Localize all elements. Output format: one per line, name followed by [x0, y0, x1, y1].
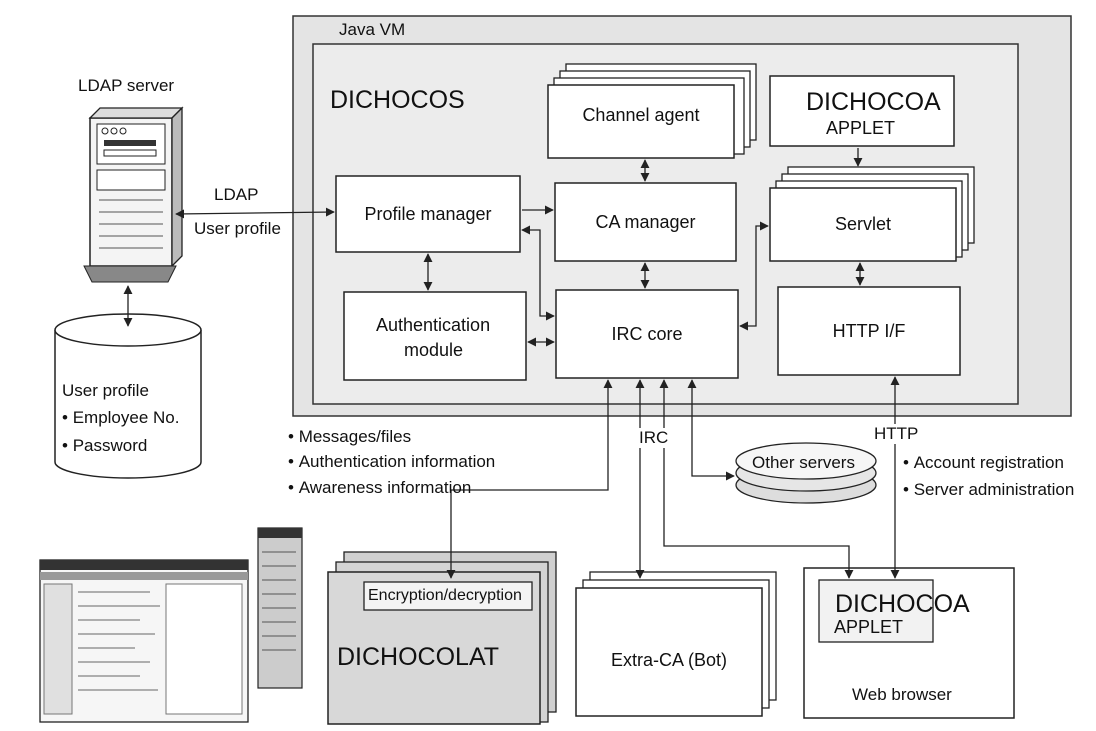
- web-browser-label: Web browser: [852, 685, 952, 704]
- http-if-label: HTTP I/F: [832, 320, 906, 341]
- encryption-module-label: Encryption/decryption: [368, 587, 522, 604]
- dichocoa-applet-server-box: [769, 75, 955, 147]
- http-note-server-admin: Server administration: [903, 480, 1075, 500]
- client-screenshot-thumbnail: [39, 527, 303, 723]
- dichocoa-server-name: DICHOCOA: [806, 88, 941, 116]
- channel-agent-label: Channel agent: [582, 104, 700, 125]
- ca-manager-box: [554, 182, 737, 262]
- user-profile-field-employee: Employee No.: [62, 408, 180, 428]
- http-note-account: Account registration: [903, 453, 1064, 473]
- dichocolat-label: DICHOCOLAT: [337, 643, 500, 671]
- dichocos-label: DICHOCOS: [330, 86, 465, 114]
- irc-label: IRC: [637, 428, 671, 448]
- dichocoa-browser-name: DICHOCOA: [835, 590, 970, 618]
- channel-agent-stack: [547, 63, 757, 159]
- extra-ca-label: Extra-CA (Bot): [610, 649, 728, 670]
- ldap-user-profile-label: User profile: [194, 219, 281, 238]
- ca-manager-label: CA manager: [595, 211, 696, 232]
- dichocoa-server-sub: APPLET: [826, 118, 896, 138]
- profile-manager-label: Profile manager: [364, 203, 492, 224]
- ldap-protocol-label: LDAP: [214, 185, 259, 204]
- irc-note-messages: Messages/files: [288, 427, 411, 447]
- http-if-box: [777, 286, 961, 376]
- irc-core-label: IRC core: [611, 323, 683, 344]
- web-browser-box: [803, 567, 1015, 719]
- servlet-label: Servlet: [834, 214, 892, 235]
- irc-core-box: [555, 289, 739, 379]
- other-servers-icon: [735, 442, 877, 504]
- user-profile-db-title: User profile: [62, 381, 149, 400]
- irc-note-awareness: Awareness information: [288, 478, 472, 498]
- java-vm-label: Java VM: [339, 20, 406, 39]
- dichocolat-client-stack: [327, 551, 557, 725]
- user-profile-field-password: Password: [62, 436, 148, 456]
- http-label: HTTP: [872, 424, 921, 444]
- authentication-module-box: [343, 291, 527, 381]
- servlet-stack: [769, 166, 975, 262]
- extra-ca-stack: [575, 571, 777, 717]
- authentication-label-line1: Authentication: [376, 315, 491, 335]
- other-servers-label: Other servers: [752, 453, 855, 472]
- ldap-server-icon: [83, 106, 184, 283]
- ldap-server-label: LDAP server: [78, 76, 175, 95]
- irc-note-authentication: Authentication information: [288, 452, 496, 472]
- profile-manager-box: [335, 175, 521, 253]
- dichocoa-browser-sub: APPLET: [834, 617, 904, 637]
- authentication-label-line2: module: [404, 340, 464, 360]
- connectors: [123, 148, 900, 579]
